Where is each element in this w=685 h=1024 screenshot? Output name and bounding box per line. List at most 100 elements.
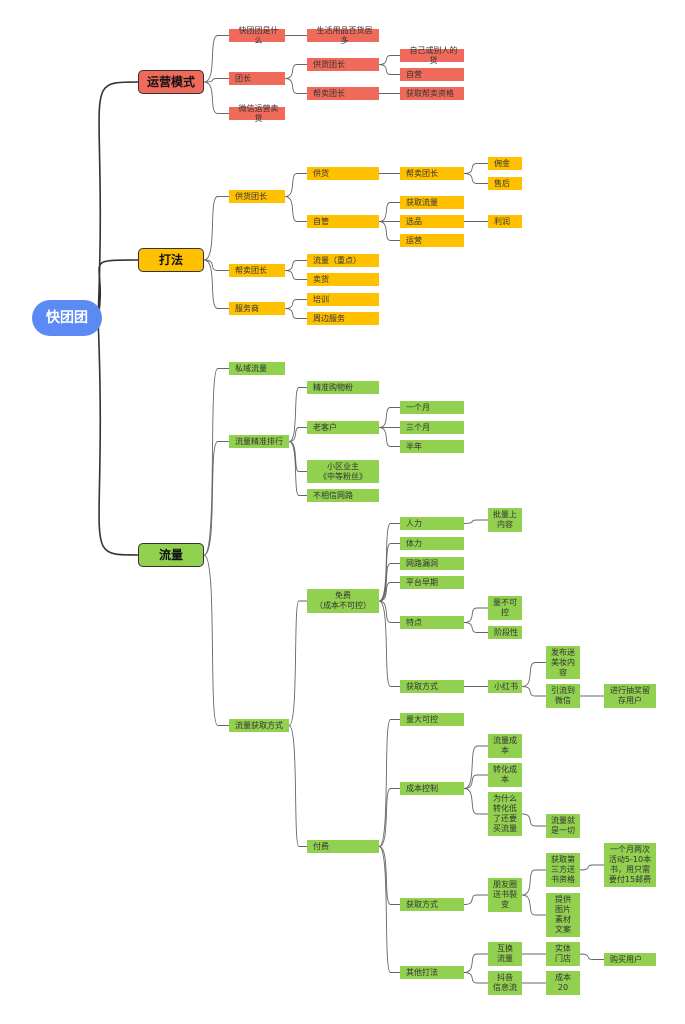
connector-line xyxy=(521,869,580,896)
node-流量[interactable]: 流量 xyxy=(138,543,204,567)
node-体力[interactable]: 体力 xyxy=(400,537,464,550)
connector-line xyxy=(463,788,522,815)
node-服务商[interactable]: 服务商 xyxy=(229,302,285,315)
node-快团团[interactable]: 快团团 xyxy=(32,300,102,336)
node-其他打法[interactable]: 其他打法 xyxy=(400,966,464,979)
node-一个月[interactable]: 一个月 xyxy=(400,401,464,414)
node-选品[interactable]: 选品 xyxy=(400,215,464,228)
node-打法[interactable]: 打法 xyxy=(138,248,204,272)
node-流量精准排行[interactable]: 流量精准排行 xyxy=(229,435,289,448)
node-团长[interactable]: 团长 xyxy=(229,72,285,85)
node-抖音信息流[interactable]: 抖音 信息流 xyxy=(488,971,522,995)
node-帮卖团长[interactable]: 帮卖团长 xyxy=(229,264,285,277)
node-帮卖团长[interactable]: 帮卖团长 xyxy=(400,167,464,180)
node-互换流量[interactable]: 互换 流量 xyxy=(488,942,522,966)
connector-line xyxy=(521,662,580,687)
connector-line xyxy=(521,686,580,697)
connector-line xyxy=(463,774,522,789)
connector-line xyxy=(203,259,285,271)
node-帮卖团长[interactable]: 帮卖团长 xyxy=(307,87,379,100)
connector-line xyxy=(378,582,464,602)
connector-line xyxy=(521,813,580,827)
node-培训[interactable]: 培训 xyxy=(307,293,379,306)
node-获取帮卖资格[interactable]: 获取帮卖资格 xyxy=(400,87,464,100)
connector-line xyxy=(378,719,464,847)
node-三个月[interactable]: 三个月 xyxy=(400,421,464,434)
node-流量就是一切[interactable]: 流量就 是一切 xyxy=(546,814,580,838)
node-卖货[interactable]: 卖货 xyxy=(307,273,379,286)
node-朋友圈送书裂变[interactable]: 朋友圈 送书裂 变 xyxy=(488,878,522,912)
node-付费[interactable]: 付费 xyxy=(307,840,379,853)
node-发布迷美妆内容[interactable]: 发布迷 美妆内 容 xyxy=(546,646,580,679)
connector-line xyxy=(463,163,522,174)
connector-line xyxy=(521,894,580,916)
node-运营模式[interactable]: 运营模式 xyxy=(138,70,204,94)
node-运营[interactable]: 运营 xyxy=(400,234,464,247)
connector-line xyxy=(463,972,522,984)
node-获取方式[interactable]: 获取方式 xyxy=(400,680,464,693)
node-微信运营卖货[interactable]: 微信运营卖货 xyxy=(229,104,285,123)
node-批量上内容[interactable]: 批量上 内容 xyxy=(488,508,522,532)
node-自营[interactable]: 自营 xyxy=(400,68,464,81)
node-一个月两次活动5-10本书用只需要付15邮费[interactable]: 一个月两次 活动5-10本 书，用只需 要付15邮费 xyxy=(604,843,656,887)
node-获取方式[interactable]: 获取方式 xyxy=(400,898,464,911)
node-流量获取方式[interactable]: 流量获取方式 xyxy=(229,719,289,732)
node-周边服务[interactable]: 周边服务 xyxy=(307,312,379,325)
connector-line xyxy=(378,846,464,973)
connector-line xyxy=(463,173,522,184)
node-购买用户[interactable]: 购买用户 xyxy=(604,953,656,966)
connector-line xyxy=(284,196,379,222)
connector-line xyxy=(378,600,464,623)
node-供货[interactable]: 供货 xyxy=(307,167,379,180)
node-自己或别人的货[interactable]: 自己或别人的货 xyxy=(400,46,464,65)
node-量大可控[interactable]: 量大可控 xyxy=(400,713,464,726)
node-佣金[interactable]: 佣金 xyxy=(488,157,522,170)
node-成本20[interactable]: 成本 20 xyxy=(546,971,580,995)
node-半年[interactable]: 半年 xyxy=(400,440,464,453)
connector-line xyxy=(203,78,285,83)
connector-line xyxy=(203,368,285,556)
node-为什么转化低了还要买流量[interactable]: 为什么 转化低 了还要 买流量 xyxy=(488,792,522,836)
node-老客户[interactable]: 老客户 xyxy=(307,421,379,434)
connector-line xyxy=(579,864,656,871)
node-实体门店[interactable]: 实体 门店 xyxy=(546,942,580,966)
connector-line xyxy=(378,427,464,447)
node-快团团是什么[interactable]: 快团团是什么 xyxy=(229,26,285,45)
node-量不可控[interactable]: 量不可 控 xyxy=(488,596,522,620)
connector-line xyxy=(378,788,464,847)
connector-line xyxy=(579,953,656,960)
node-自管[interactable]: 自管 xyxy=(307,215,379,228)
node-小区业主中等粉丝[interactable]: 小区业主 《中等粉丝》 xyxy=(307,460,379,483)
node-阶段性[interactable]: 阶段性 xyxy=(488,626,522,639)
node-获取流量[interactable]: 获取流量 xyxy=(400,196,464,209)
node-利润[interactable]: 利润 xyxy=(488,215,522,228)
node-成本控制[interactable]: 成本控制 xyxy=(400,782,464,795)
node-免费成本不可控[interactable]: 免费 （成本不可控） xyxy=(307,589,379,613)
connector-line xyxy=(378,600,464,687)
node-生活用品百货居多[interactable]: 生活用品百货居多 xyxy=(307,26,379,45)
node-引流到微信[interactable]: 引流到 微信 xyxy=(546,684,580,708)
node-不相信网路[interactable]: 不相信网路 xyxy=(307,489,379,502)
node-进行抽奖留存用户[interactable]: 进行抽奖留 存用户 xyxy=(604,684,656,708)
node-特点[interactable]: 特点 xyxy=(400,616,464,629)
connector-line xyxy=(378,846,464,905)
connector-line xyxy=(378,407,464,428)
node-平台早期[interactable]: 平台早期 xyxy=(400,576,464,589)
connector-line xyxy=(203,81,285,114)
node-小红书[interactable]: 小红书 xyxy=(488,680,522,693)
node-流量重点[interactable]: 流量（重点） xyxy=(307,254,379,267)
node-售后[interactable]: 售后 xyxy=(488,177,522,190)
node-人力[interactable]: 人力 xyxy=(400,517,464,530)
node-精准购物粉[interactable]: 精准购物粉 xyxy=(307,381,379,394)
node-网路漏洞[interactable]: 网路漏洞 xyxy=(400,557,464,570)
connector-line xyxy=(284,64,379,79)
node-流量成本[interactable]: 流量成 本 xyxy=(488,734,522,758)
connector-line xyxy=(288,387,379,442)
node-转化成本[interactable]: 转化成 本 xyxy=(488,763,522,787)
node-获取第三方送书资格[interactable]: 获取第 三方送 书资格 xyxy=(546,853,580,887)
node-供货团长[interactable]: 供货团长 xyxy=(229,190,285,203)
connector-line xyxy=(203,196,285,261)
node-供货团长[interactable]: 供货团长 xyxy=(307,58,379,71)
node-私域流量[interactable]: 私域流量 xyxy=(229,362,285,375)
node-提供图片素材文案[interactable]: 提供 图片 素材 文案 xyxy=(546,893,580,937)
